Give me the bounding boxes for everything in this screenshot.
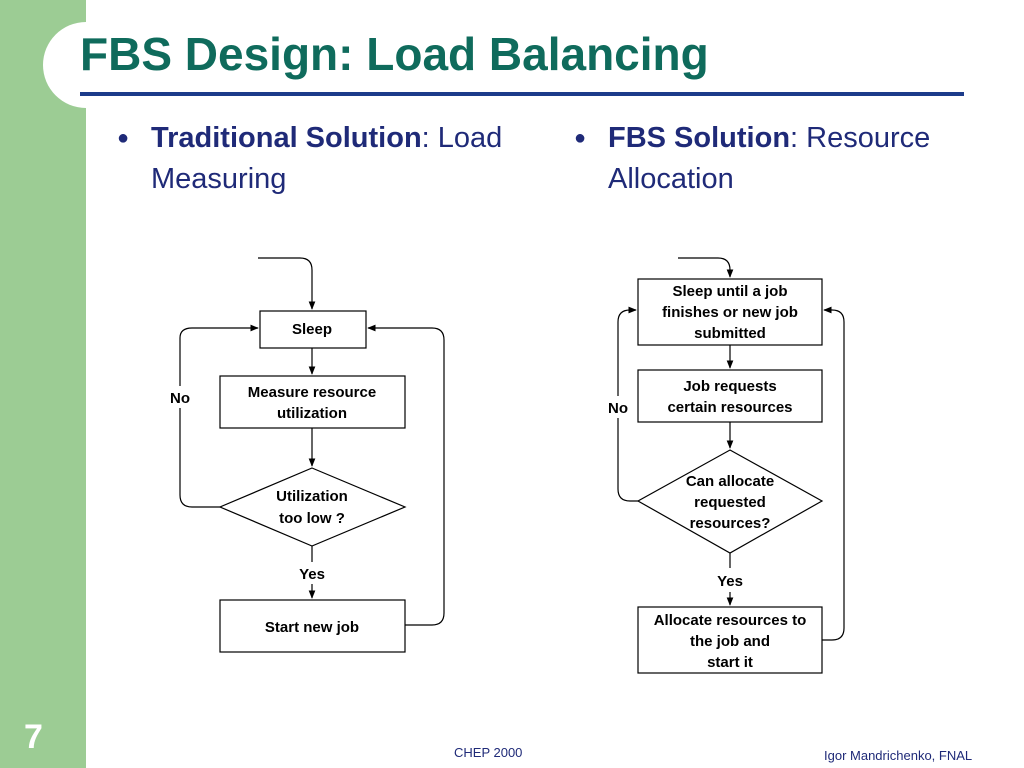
right-yes-label: Yes bbox=[717, 573, 743, 590]
right-request-box bbox=[637, 369, 823, 423]
left-entry-arrow bbox=[258, 257, 316, 310]
footer-author: Igor Mandrichenko, FNAL bbox=[824, 748, 973, 763]
left-measure-label-1: Measure resource bbox=[248, 384, 376, 401]
bullet-rest-text: : Resource Allocation bbox=[608, 122, 931, 195]
right-decision-label-1: Can allocate bbox=[686, 473, 774, 490]
right-decision-label-3: resources? bbox=[690, 515, 771, 532]
left-start-label: Start new job bbox=[265, 619, 359, 636]
right-sleep-label-1: Sleep until a job bbox=[672, 283, 787, 300]
right-return-loop bbox=[822, 306, 845, 641]
left-return-loop bbox=[367, 324, 445, 626]
bullet-dot-icon: ● bbox=[117, 127, 130, 149]
left-yes-label: Yes bbox=[299, 566, 325, 583]
right-allocate-label-2: the job and bbox=[690, 633, 770, 650]
right-allocate-label-1: Allocate resources to bbox=[654, 612, 807, 629]
bullet-bold-text: Traditional Solution bbox=[151, 122, 422, 154]
left-decision-label-1: Utilization bbox=[276, 488, 348, 505]
right-sleep-box bbox=[637, 278, 823, 346]
right-flowchart bbox=[617, 257, 845, 674]
left-flow-labels: Sleep Measure resource utilization Utili… bbox=[164, 321, 376, 636]
left-sleep-box bbox=[259, 310, 367, 349]
right-sleep-label-2: finishes or new job bbox=[662, 304, 798, 321]
bullet-bold-text: FBS Solution bbox=[608, 122, 791, 154]
left-start-box bbox=[219, 599, 406, 653]
footer-conference: CHEP 2000 bbox=[454, 745, 523, 760]
bullet-fbs-solution: ● FBS Solution: Resource Allocation bbox=[574, 118, 1008, 199]
left-measure-label-2: utilization bbox=[277, 405, 347, 422]
bullet-rest-text: : Load Measuring bbox=[151, 122, 503, 195]
left-decision-label-2: too low ? bbox=[279, 510, 345, 527]
right-request-label-2: certain resources bbox=[667, 399, 792, 416]
left-measure-box bbox=[219, 375, 406, 429]
right-decision-label-2: requested bbox=[694, 494, 766, 511]
sidebar-band bbox=[0, 0, 86, 768]
right-entry-arrow bbox=[678, 257, 734, 278]
left-decision-diamond bbox=[218, 467, 407, 547]
left-no-label: No bbox=[170, 390, 190, 407]
left-flowchart bbox=[179, 257, 445, 653]
bullet-traditional-solution: ● Traditional Solution: Load Measuring bbox=[117, 118, 511, 199]
title-underline bbox=[80, 92, 964, 96]
slide-number: 7 bbox=[24, 718, 43, 756]
slide-title: FBS Design: Load Balancing bbox=[80, 28, 709, 80]
left-no-loop bbox=[179, 324, 259, 508]
right-allocate-box bbox=[637, 606, 823, 674]
bullet-dot-icon: ● bbox=[574, 127, 587, 149]
right-request-label-1: Job requests bbox=[683, 378, 776, 395]
right-sleep-label-3: submitted bbox=[694, 325, 766, 342]
right-no-label: No bbox=[608, 400, 628, 417]
right-allocate-label-3: start it bbox=[707, 654, 753, 671]
right-flow-labels: Sleep until a job finishes or new job su… bbox=[602, 283, 806, 671]
left-sleep-label: Sleep bbox=[292, 321, 332, 338]
